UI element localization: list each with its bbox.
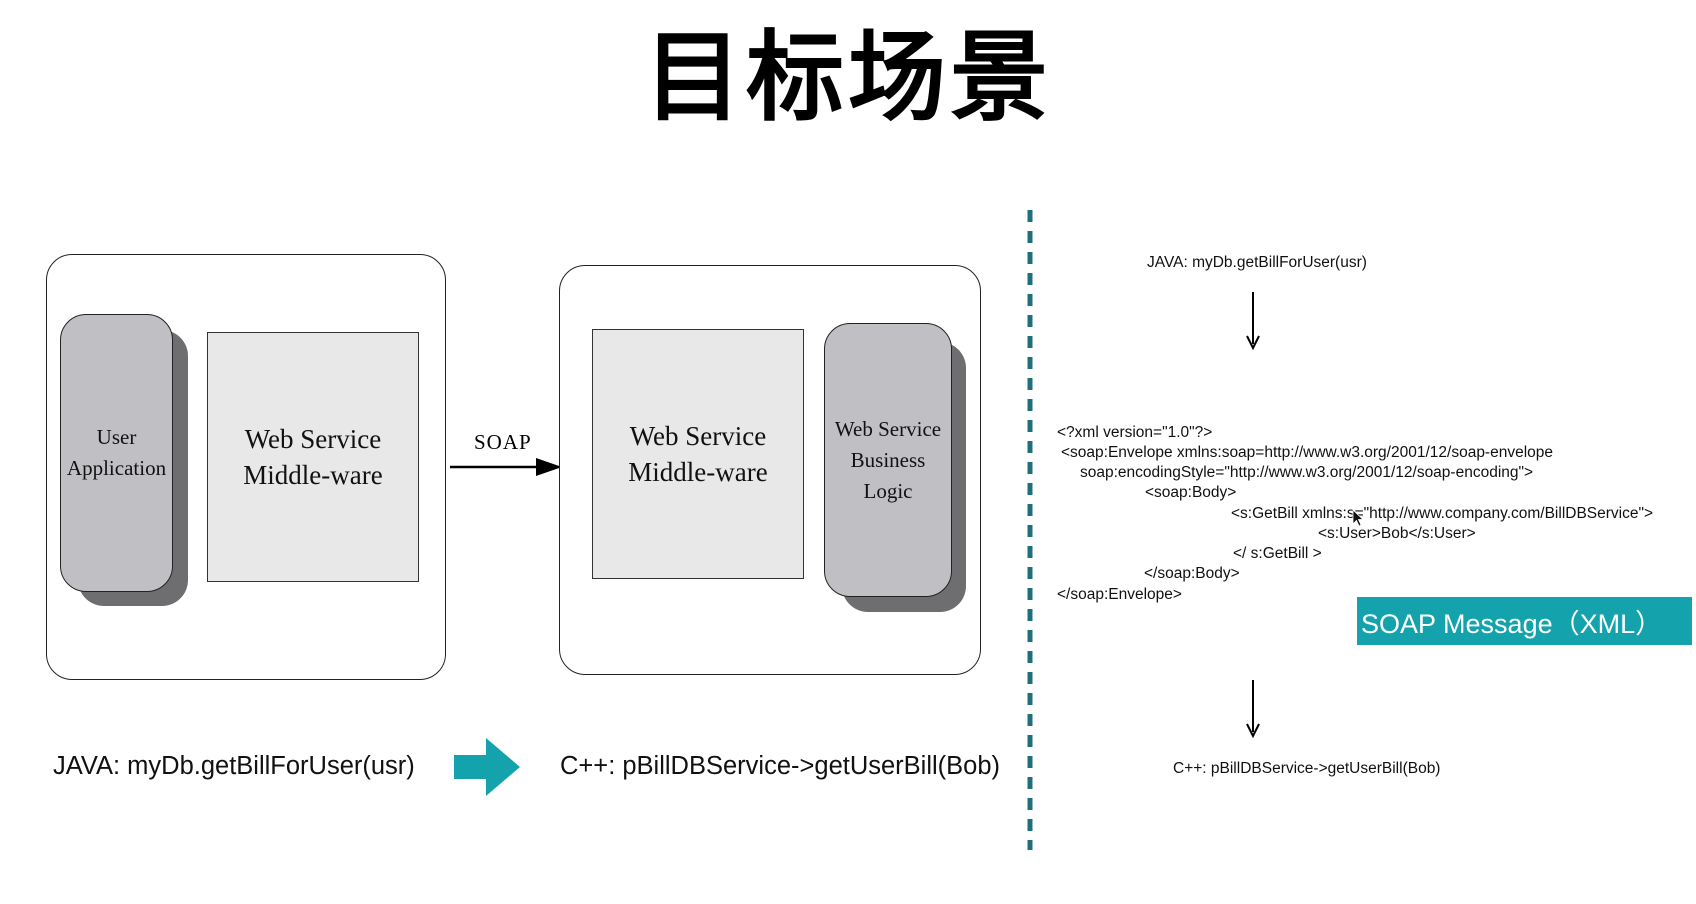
teal-arrow-icon	[454, 738, 520, 796]
xml-line-1: <?xml version="1.0"?>	[1057, 424, 1213, 441]
user-application-line-1: User	[96, 425, 137, 449]
user-application-block: User Application	[60, 314, 173, 592]
server-middleware-line-1: Web Service	[629, 421, 767, 451]
xml-line-6: <s:User>Bob</s:User>	[1318, 525, 1476, 542]
mouse-cursor-icon	[1352, 509, 1364, 527]
down-arrow-bottom	[1246, 680, 1260, 738]
xml-line-9: </soap:Envelope>	[1057, 586, 1182, 603]
soap-label: SOAP	[474, 430, 532, 454]
user-application-line-2: Application	[66, 456, 167, 480]
down-arrow-top	[1246, 292, 1260, 350]
xml-line-3: soap:encodingStyle="http://www.w3.org/20…	[1080, 464, 1534, 481]
server-middleware-block: Web Service Middle-ware	[592, 329, 804, 579]
client-middleware-line-2: Middle-ware	[243, 460, 383, 490]
business-logic-line-3: Logic	[863, 478, 913, 503]
soap-message-badge: SOAP Message（XML）	[1357, 597, 1692, 645]
xml-line-5: <s:GetBill xmlns:s="http://www.company.c…	[1231, 505, 1654, 522]
client-middleware-block: Web Service Middle-ware	[207, 332, 419, 582]
xml-line-2: <soap:Envelope xmlns:soap=http://www.w3.…	[1061, 444, 1554, 461]
server-middleware-line-2: Middle-ware	[628, 457, 768, 487]
right-cpp-call: C++: pBillDBService->getUserBill(Bob)	[1173, 760, 1441, 777]
xml-line-4: <soap:Body>	[1145, 484, 1237, 501]
divider-dashed-line	[1027, 210, 1033, 850]
right-java-call: JAVA: myDb.getBillForUser(usr)	[1147, 254, 1367, 271]
bottom-cpp-call: C++: pBillDBService->getUserBill(Bob)	[560, 752, 1001, 780]
client-middleware-line-1: Web Service	[244, 424, 382, 454]
xml-line-7: </ s:GetBill >	[1233, 545, 1322, 562]
xml-line-8: </soap:Body>	[1144, 565, 1240, 582]
business-logic-block: Web Service Business Logic	[824, 323, 952, 597]
page-title: 目标场景	[643, 21, 1052, 135]
business-logic-line-1: Web Service	[834, 416, 942, 441]
business-logic-line-2: Business	[850, 447, 926, 472]
bottom-java-call: JAVA: myDb.getBillForUser(usr)	[53, 752, 415, 780]
soap-arrow	[450, 458, 562, 476]
